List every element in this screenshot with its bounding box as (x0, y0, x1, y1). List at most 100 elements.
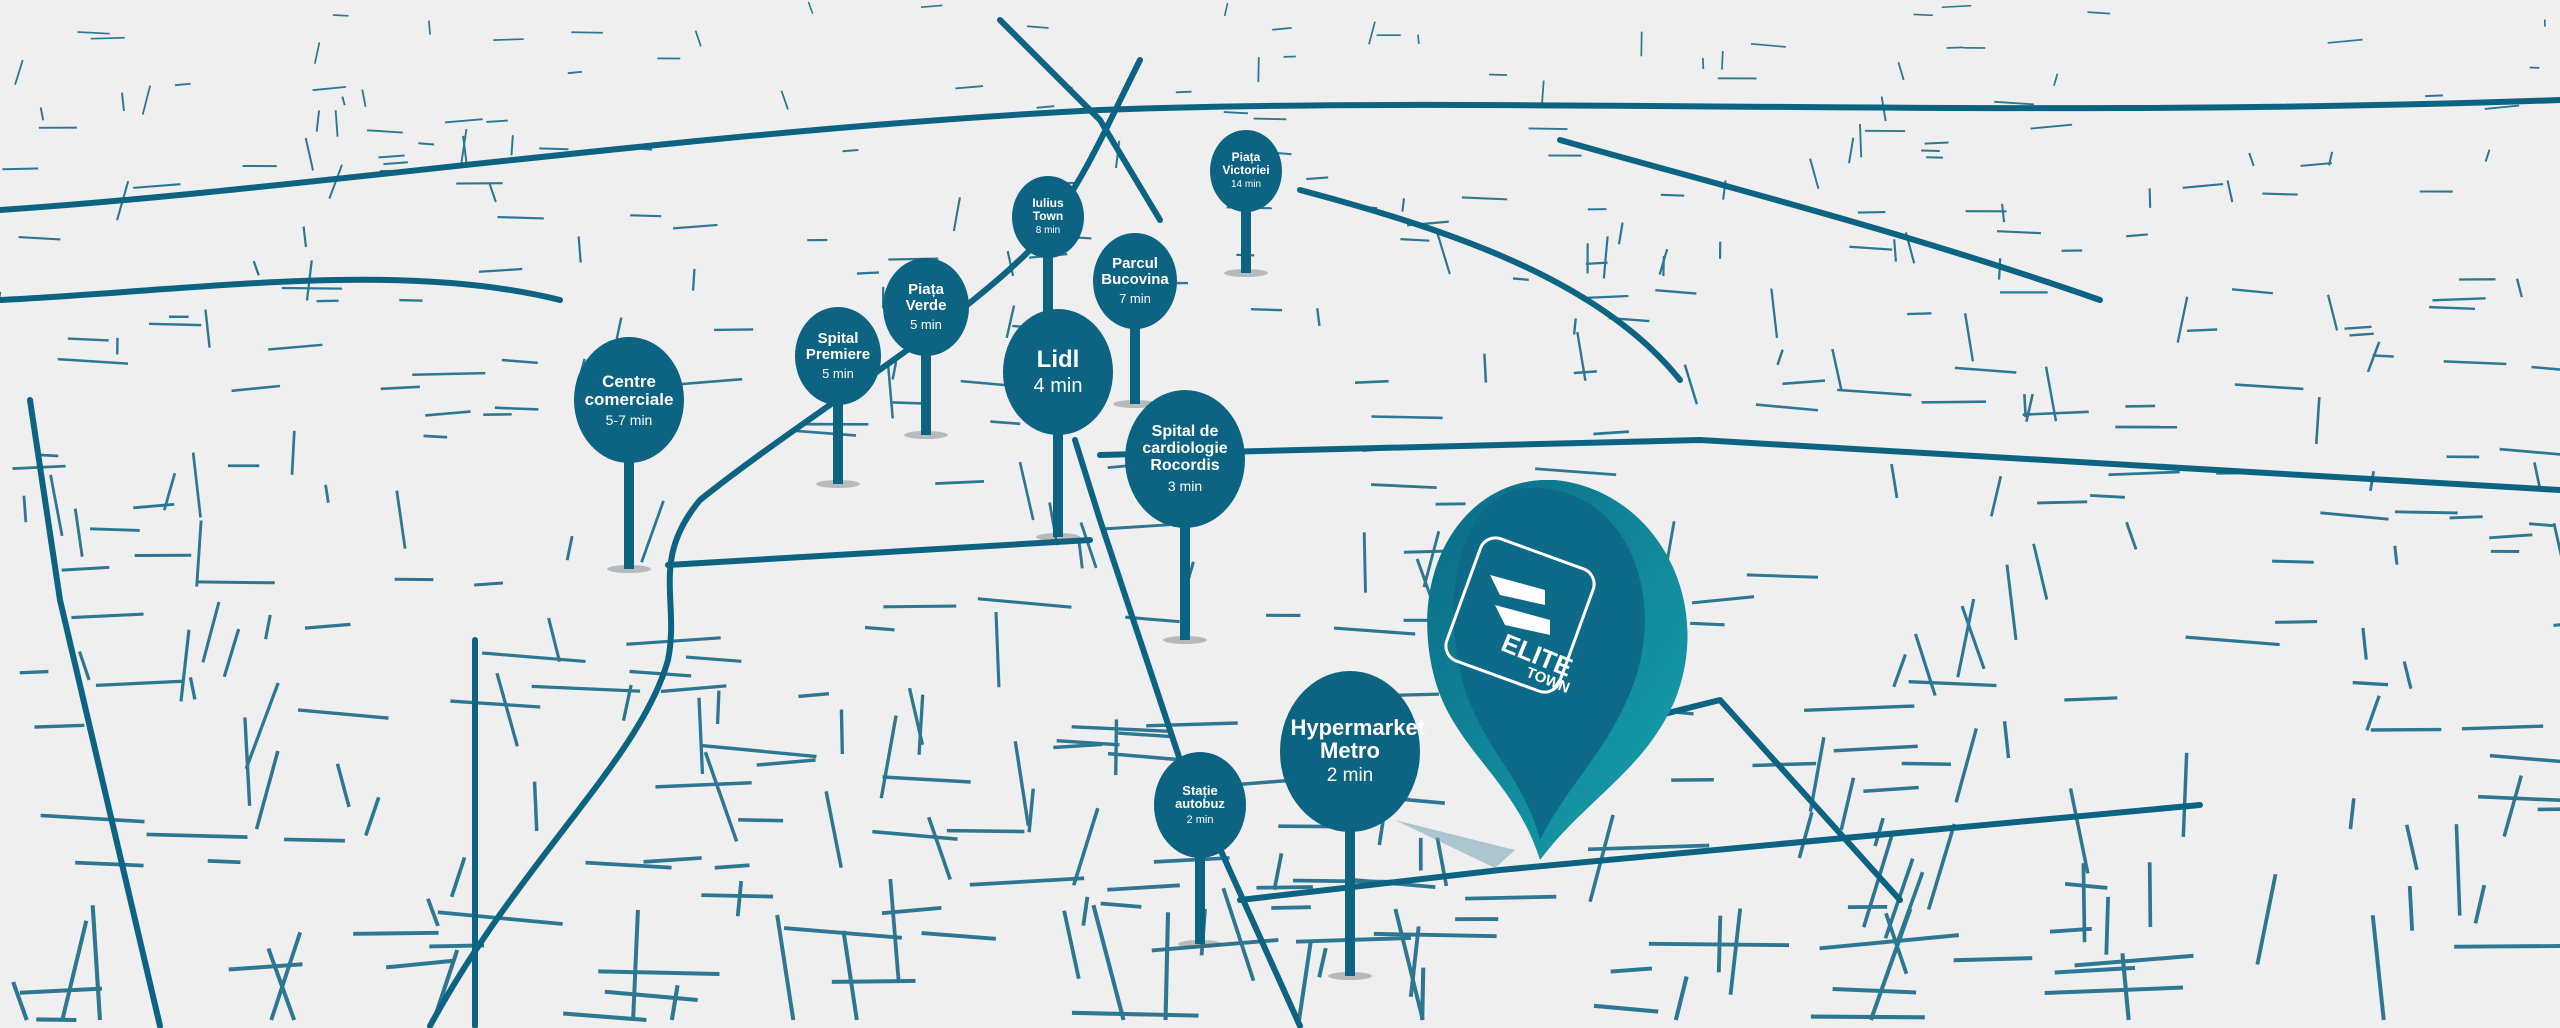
street (1655, 289, 1697, 295)
poi-travel-time: 5-7 min (605, 411, 653, 428)
street (510, 135, 514, 156)
street (78, 651, 91, 681)
street (1151, 938, 1279, 953)
street (1036, 105, 1055, 109)
main-road (27, 397, 163, 1028)
street (2314, 397, 2321, 445)
street (2125, 521, 2138, 550)
street (946, 828, 1025, 834)
street (864, 625, 895, 632)
street (1884, 912, 1909, 975)
street (881, 905, 942, 916)
street (539, 147, 569, 151)
street (22, 495, 28, 523)
street (2349, 332, 2374, 337)
street (179, 629, 191, 702)
street (1333, 626, 1416, 636)
street (1256, 885, 1313, 890)
street (2176, 296, 2189, 343)
pin-shadow (1328, 972, 1372, 980)
street (2489, 533, 2533, 540)
street (1901, 761, 1951, 767)
street (1221, 887, 1256, 982)
street (501, 358, 538, 365)
street (71, 612, 144, 620)
street (1528, 127, 1568, 130)
street (149, 322, 202, 327)
poi-travel-time: 2 min (1326, 765, 1374, 787)
street (146, 832, 248, 839)
street (90, 36, 125, 40)
street (694, 30, 702, 47)
street (2064, 881, 2108, 890)
street (2461, 724, 2544, 731)
pin-stem (1043, 216, 1053, 327)
street (1373, 931, 1497, 939)
elite-town-location-pin[interactable]: ELITE TOWN (1395, 479, 1695, 870)
poi-name: Iulius Town (1032, 196, 1064, 223)
poi-travel-time: 3 min (1167, 477, 1203, 494)
street (1587, 843, 1710, 852)
street (955, 85, 984, 90)
street (1946, 46, 1964, 49)
street (1660, 193, 1685, 197)
street (547, 617, 562, 663)
pin-stem (624, 400, 634, 569)
street (244, 682, 280, 770)
pin-shadow (904, 430, 948, 439)
street (1368, 21, 1376, 45)
street (977, 597, 1072, 609)
street (2326, 294, 2339, 331)
street (1371, 483, 1437, 490)
street (841, 930, 859, 1021)
street (195, 580, 275, 585)
pin-bubble: Centre comerciale 5-7 min (574, 336, 684, 464)
street (385, 958, 454, 970)
street (1810, 1014, 1925, 1020)
street (2187, 328, 2218, 332)
street (780, 90, 789, 110)
street (960, 379, 1009, 387)
street (882, 775, 971, 784)
street (2262, 192, 2298, 196)
street (334, 110, 339, 137)
street (188, 676, 197, 700)
street (621, 684, 633, 721)
street (2182, 183, 2224, 189)
street (39, 107, 45, 121)
street (1250, 307, 1283, 312)
street (1512, 277, 1529, 282)
street (1770, 288, 1779, 338)
street (1673, 975, 1689, 1021)
street (631, 909, 640, 1021)
street (428, 20, 431, 35)
street (2402, 661, 2413, 690)
street (1102, 523, 1170, 531)
street (204, 309, 211, 348)
street (1892, 653, 1907, 688)
street (783, 926, 903, 940)
street (640, 500, 665, 563)
street (412, 371, 486, 377)
pin-stem (1195, 804, 1205, 944)
street (1006, 250, 1015, 277)
street (2087, 11, 2111, 15)
street (395, 490, 407, 549)
street (2552, 522, 2560, 557)
street (1868, 908, 1913, 1021)
street (2344, 325, 2372, 330)
poi-name: Spital Premiere (805, 330, 871, 364)
street (1576, 331, 1587, 381)
poi-travel-time: 5 min (910, 316, 942, 332)
poi-name: Parcul Bucovina (1101, 255, 1169, 289)
street (1272, 27, 1292, 31)
street (920, 4, 943, 8)
street (2, 167, 39, 171)
street (643, 856, 702, 864)
street (2372, 354, 2394, 358)
street (1297, 941, 1313, 1021)
street (478, 267, 523, 273)
street (2484, 149, 2491, 162)
street (2081, 863, 2087, 943)
